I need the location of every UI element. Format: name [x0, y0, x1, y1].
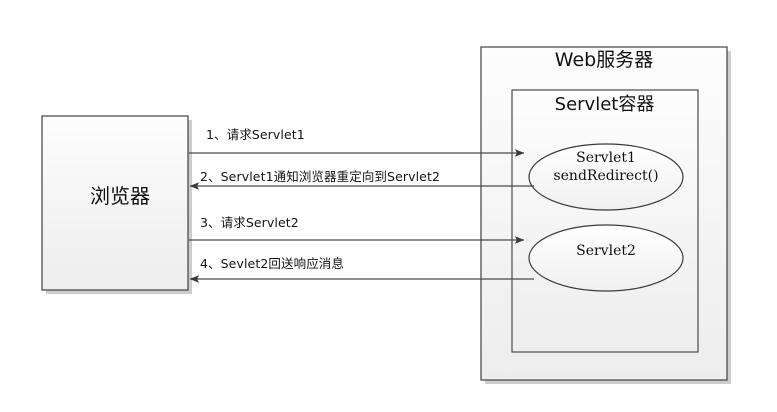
servlet-container-box[interactable] — [511, 89, 699, 353]
arrow-4-label: 4、Sevlet2回送响应消息 — [200, 256, 344, 271]
arrow-3-label: 3、请求Servlet2 — [200, 215, 299, 230]
servlet-container-title: Servlet容器 — [554, 94, 655, 115]
servlet1-node-label: Servlet1 sendRedirect() — [524, 150, 688, 185]
servlet1-name: Servlet1 — [576, 150, 636, 166]
web-server-title: Web服务器 — [554, 49, 654, 71]
arrow-1-label: 1、请求Servlet1 — [206, 127, 305, 142]
servlet1-ellipse[interactable] — [528, 143, 684, 211]
browser-label: 浏览器 — [90, 184, 150, 208]
servlet2-ellipse[interactable] — [528, 224, 684, 292]
servlet2-name: Servlet2 — [576, 243, 636, 259]
servlet2-node-label: Servlet2 — [524, 243, 688, 261]
arrow-2-label: 2、Servlet1通知浏览器重定向到Servlet2 — [200, 169, 441, 184]
servlet1-method: sendRedirect() — [553, 167, 659, 184]
browser-box[interactable] — [41, 115, 189, 291]
